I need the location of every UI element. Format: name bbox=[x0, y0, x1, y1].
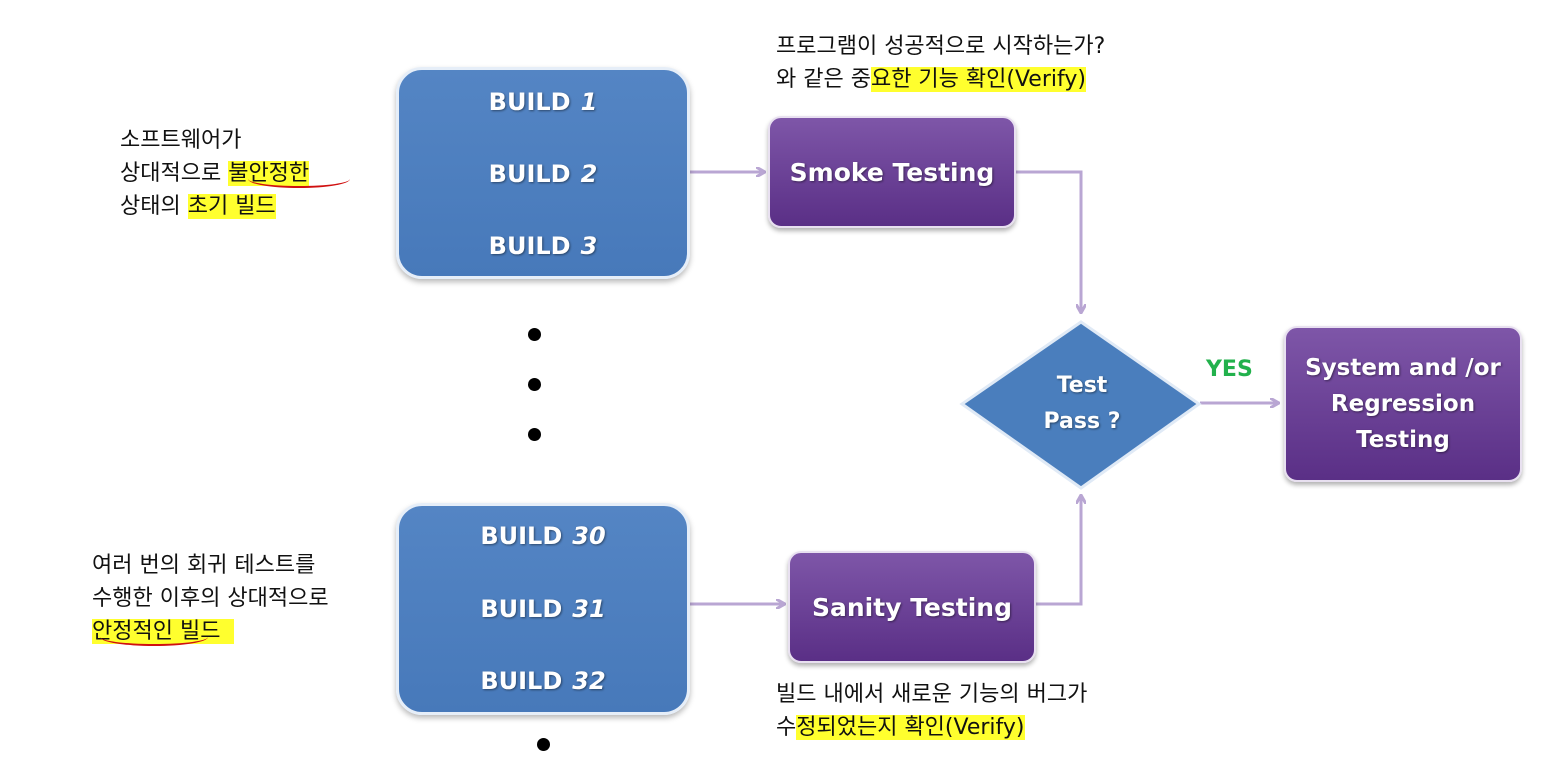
note-line: 수행한 이후의 상대적으로 bbox=[92, 586, 329, 611]
sanity-testing-label: Sanity Testing bbox=[812, 592, 1012, 622]
arrow-sanity-to-decision bbox=[1034, 496, 1081, 606]
sanity-testing-box: Sanity Testing bbox=[788, 551, 1036, 663]
ellipsis-dot bbox=[528, 428, 541, 441]
highlight-verify-key-function: 요한 기능 확인(Verify) bbox=[870, 67, 1086, 92]
yes-label: YES bbox=[1206, 357, 1253, 382]
note-line: 소프트웨어가 bbox=[120, 128, 242, 153]
system-line-3: Testing bbox=[1356, 427, 1450, 453]
note-text: 수 bbox=[776, 715, 797, 740]
decision-line-1: Test bbox=[1056, 373, 1108, 398]
underline-mark bbox=[100, 628, 208, 646]
highlight-initial-build: 초기 빌드 bbox=[187, 194, 276, 219]
note-text: 상대적으로 bbox=[120, 161, 229, 186]
ellipsis-dot bbox=[528, 378, 541, 391]
smoke-testing-box: Smoke Testing bbox=[768, 116, 1016, 228]
decision-label: Test Pass ? bbox=[1020, 368, 1144, 440]
underline-mark bbox=[248, 170, 350, 188]
system-line-1: System and /or bbox=[1305, 355, 1501, 381]
note-line: 프로그램이 성공적으로 시작하는가? bbox=[776, 34, 1106, 59]
note-smoke-purpose: 프로그램이 성공적으로 시작하는가? 와 같은 중요한 기능 확인(Verify… bbox=[776, 30, 1105, 96]
smoke-testing-label: Smoke Testing bbox=[789, 157, 995, 187]
ellipsis-dot bbox=[528, 328, 541, 341]
decision-diamond bbox=[959, 320, 1202, 490]
decision-line-2: Pass ? bbox=[1043, 409, 1121, 434]
highlight-verify-fix: 정되었는지 확인(Verify) bbox=[796, 715, 1025, 740]
system-regression-testing-box: System and /or Regression Testing bbox=[1284, 326, 1522, 482]
system-line-2: Regression bbox=[1330, 391, 1476, 417]
note-line: 여러 번의 회귀 테스트를 bbox=[92, 553, 316, 578]
note-line: 빌드 내에서 새로운 기능의 버그가 bbox=[776, 682, 1088, 707]
arrow-smoke-to-decision bbox=[1014, 170, 1081, 312]
note-sanity-purpose: 빌드 내에서 새로운 기능의 버그가 수정되었는지 확인(Verify) bbox=[776, 678, 1087, 744]
ellipsis-dot bbox=[537, 738, 550, 751]
note-text: 상태의 bbox=[120, 194, 188, 219]
note-text: 와 같은 중 bbox=[776, 67, 871, 92]
